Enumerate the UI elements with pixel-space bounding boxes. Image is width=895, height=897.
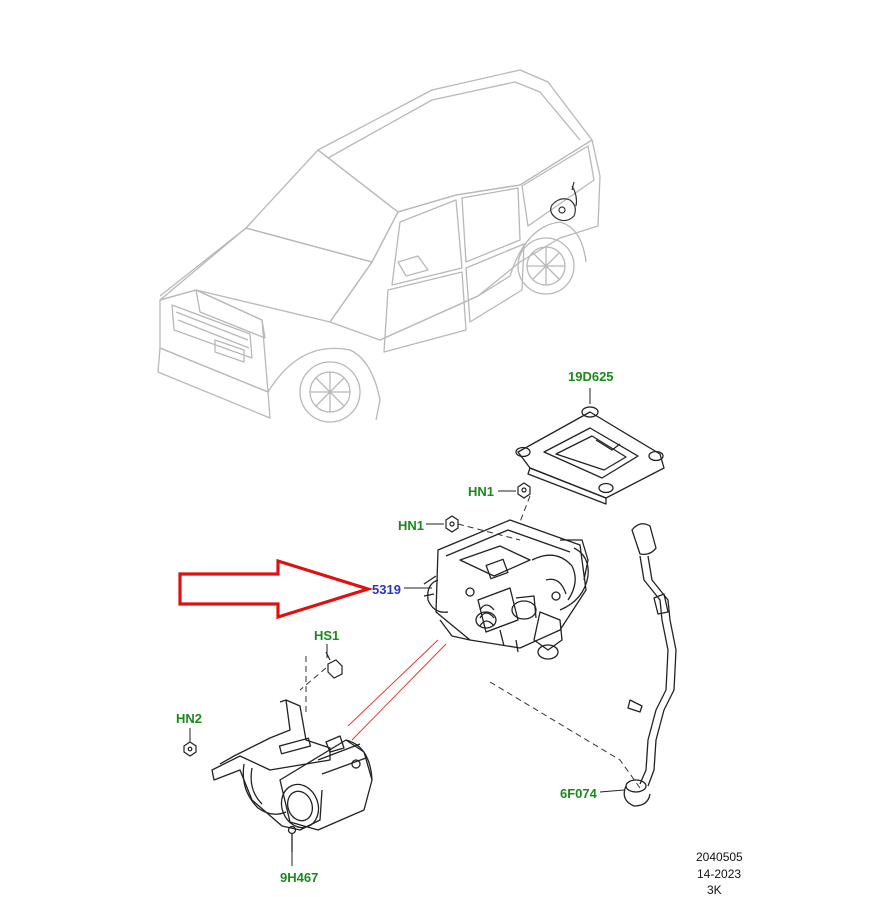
vehicle-compressor-location [550,181,578,222]
hose-6f074 [623,523,677,807]
leader-6f074 [599,789,625,793]
nut-hn1-upper [517,482,531,499]
relation-lines [347,639,447,741]
nut-hn1-left [445,515,459,533]
mounting-bracket-19d625 [515,390,665,505]
highlight-arrow [178,558,374,620]
callout-5319: 5319 [372,582,401,597]
reference-number: 2040505 [696,850,743,864]
callout-6f074: 6F074 [560,786,597,801]
callout-hs1: HS1 [314,628,340,643]
callout-hn1-upper: HN1 [468,484,495,499]
assembly-lines [299,495,641,789]
vehicle-outline [157,69,601,423]
reference-date: 14-2023 [697,867,742,881]
callout-hn1-left: HN1 [398,518,425,533]
compressor-assembly-5319 [423,519,589,660]
compressor-motor-9h467 [211,699,373,852]
callout-9h467: 9H467 [280,870,319,885]
nut-hn2 [183,741,197,757]
screw-hs1 [325,651,343,679]
callout-hn2: HN2 [176,711,203,726]
reference-code: 3K [707,883,722,897]
callout-19d625: 19D625 [568,369,614,384]
